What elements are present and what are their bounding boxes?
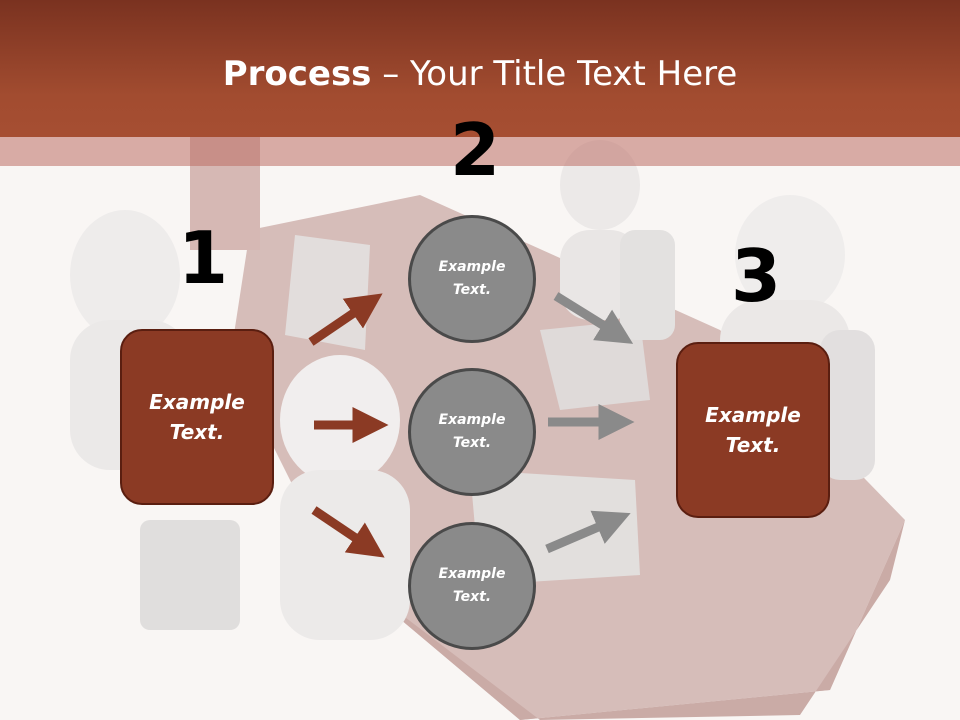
step-1-text-line2: Text. — [169, 420, 225, 444]
circle-2-text-line2: Text. — [452, 435, 492, 451]
step-2-circle-bottom[interactable]: Example Text. — [408, 522, 536, 650]
step-3-text-line1: Example — [705, 403, 801, 427]
step-number-1: 1 — [178, 216, 229, 300]
step-1-text-line1: Example — [149, 390, 245, 414]
circle-1-text-line1: Example — [438, 259, 506, 275]
step-2-circle-middle[interactable]: Example Text. — [408, 368, 536, 496]
right-arrow-icon — [308, 293, 383, 346]
circle-1-text-line2: Text. — [452, 282, 492, 298]
step-number-3: 3 — [731, 234, 782, 318]
right-arrow-icon — [311, 506, 385, 558]
title-header-bar — [0, 0, 960, 137]
step-1-box[interactable]: Example Text. — [120, 329, 274, 505]
circle-2-text-line1: Example — [438, 412, 506, 428]
step-3-box[interactable]: Example Text. — [676, 342, 830, 518]
title-rest: – Your Title Text Here — [371, 54, 738, 94]
title-bold: Process — [222, 54, 372, 94]
header-accent-strip — [0, 137, 960, 166]
step-3-text-line2: Text. — [725, 433, 781, 457]
right-arrow-icon — [553, 292, 634, 344]
circle-3-text-line1: Example — [438, 566, 506, 582]
right-arrow-icon — [545, 510, 631, 554]
circle-3-text-line2: Text. — [452, 589, 492, 605]
step-number-2: 2 — [450, 108, 501, 192]
slide-title[interactable]: Process – Your Title Text Here — [0, 52, 960, 96]
step-2-circle-top[interactable]: Example Text. — [408, 215, 536, 343]
